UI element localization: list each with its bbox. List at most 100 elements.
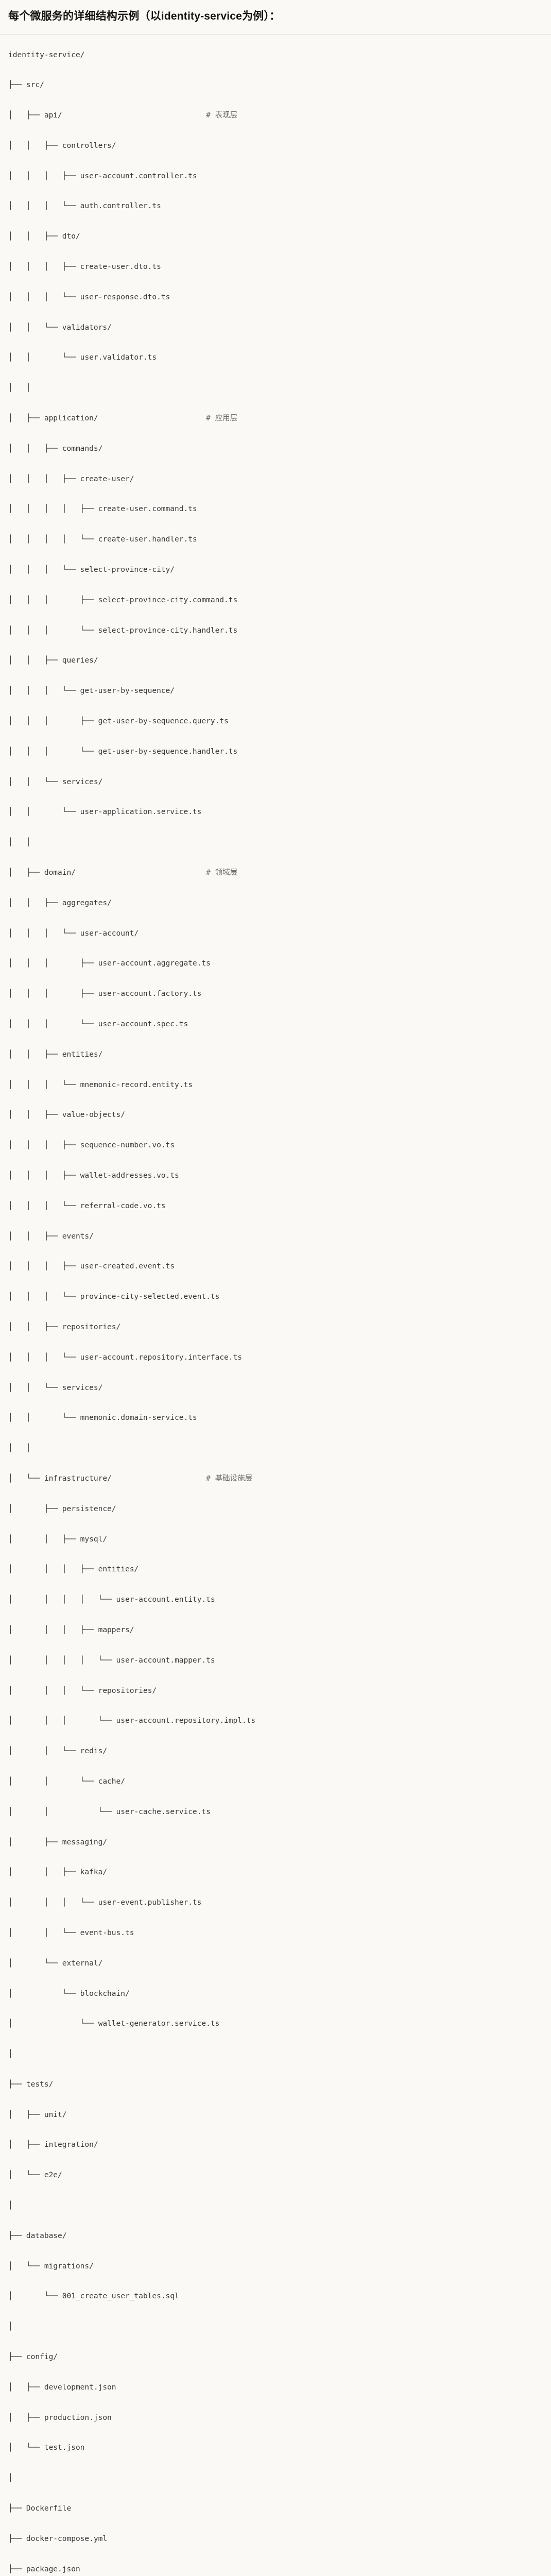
page-title: 每个微服务的详细结构示例（以identity-service为例）： bbox=[0, 0, 551, 34]
tree-node-path: │ ├── messaging/ bbox=[8, 1838, 107, 1846]
tree-layer-comment: # 应用层 bbox=[206, 414, 237, 422]
tree-line: │ ├── unit/ bbox=[8, 2108, 543, 2123]
tree-node-path: │ │ │ │ └── user-account.entity.ts bbox=[8, 1596, 215, 1604]
tree-node-path: │ │ └── services/ bbox=[8, 778, 102, 786]
tree-line: │ │ └── services/ bbox=[8, 775, 543, 790]
tree-node-path: │ │ │ ├── entities/ bbox=[8, 1565, 139, 1573]
tree-line: │ │ │ ├── user-account.factory.ts bbox=[8, 987, 543, 1002]
tree-line: │ │ │ ├── create-user.dto.ts bbox=[8, 260, 543, 275]
tree-node-path: │ │ ├── entities/ bbox=[8, 1050, 102, 1059]
tree-node-path: │ │ │ │ └── user-account.mapper.ts bbox=[8, 1656, 215, 1665]
tree-node-path: │ bbox=[8, 2323, 13, 2331]
tree-node-path: │ │ │ ├── user-created.event.ts bbox=[8, 1262, 175, 1270]
tree-node-path: │ │ │ └── user-account.repository.interf… bbox=[8, 1353, 242, 1362]
tree-node-path: │ ├── production.json bbox=[8, 2414, 112, 2422]
tree-line: │ │ │ └── user-account.spec.ts bbox=[8, 1017, 543, 1032]
tree-node-path: │ │ bbox=[8, 1444, 31, 1452]
tree-node-path: │ │ │ ├── user-account.factory.ts bbox=[8, 990, 201, 998]
tree-node-path: │ │ ├── events/ bbox=[8, 1232, 94, 1241]
tree-line: │ │ ├── commands/ bbox=[8, 442, 543, 456]
tree-line: ├── tests/ bbox=[8, 2077, 543, 2092]
tree-node-path: │ └── external/ bbox=[8, 1959, 102, 1968]
tree-node-path: │ ├── domain/ bbox=[8, 869, 76, 877]
tree-line: │ │ │ └── select-province-city/ bbox=[8, 563, 543, 578]
tree-comment-spacer bbox=[62, 111, 206, 120]
tree-node-path: │ │ │ └── user-account/ bbox=[8, 929, 139, 938]
tree-line: │ └── external/ bbox=[8, 1956, 543, 1971]
tree-line: │ │ bbox=[8, 835, 543, 850]
tree-line: identity-service/ bbox=[8, 48, 543, 63]
tree-node-path: │ │ │ │ └── create-user.handler.ts bbox=[8, 535, 197, 544]
tree-node-path: │ │ └── mnemonic.domain-service.ts bbox=[8, 1414, 197, 1422]
tree-node-path: │ bbox=[8, 2201, 13, 2210]
tree-node-path: ├── src/ bbox=[8, 81, 44, 89]
tree-line: │ │ ├── queries/ bbox=[8, 653, 543, 668]
tree-line: │ │ │ │ └── create-user.handler.ts bbox=[8, 532, 543, 547]
tree-line: │ │ │ ├── user-account.aggregate.ts bbox=[8, 956, 543, 971]
tree-line: │ │ │ │ ├── create-user.command.ts bbox=[8, 502, 543, 517]
tree-node-path: │ │ └── user-cache.service.ts bbox=[8, 1808, 211, 1816]
tree-line: │ ├── persistence/ bbox=[8, 1502, 543, 1517]
tree-line: │ │ │ └── get-user-by-sequence/ bbox=[8, 684, 543, 699]
tree-line: │ │ │ └── user-account.repository.interf… bbox=[8, 1350, 543, 1365]
tree-line: │ │ ├── mysql/ bbox=[8, 1532, 543, 1547]
tree-node-path: │ │ ├── controllers/ bbox=[8, 142, 116, 150]
tree-line: │ │ ├── value-objects/ bbox=[8, 1108, 543, 1123]
tree-line: │ bbox=[8, 2198, 543, 2213]
tree-line: │ │ │ ├── user-account.controller.ts bbox=[8, 169, 543, 184]
tree-line: │ │ │ └── repositories/ bbox=[8, 1684, 543, 1699]
tree-node-path: │ │ └── event-bus.ts bbox=[8, 1929, 134, 1937]
tree-line: ├── package.json bbox=[8, 2562, 543, 2576]
tree-line: │ │ │ ├── wallet-addresses.vo.ts bbox=[8, 1168, 543, 1183]
tree-node-path: │ ├── application/ bbox=[8, 414, 98, 422]
tree-layer-comment: # 领域层 bbox=[206, 869, 237, 877]
tree-node-path: │ └── infrastructure/ bbox=[8, 1475, 112, 1483]
tree-node-path: │ │ │ ├── wallet-addresses.vo.ts bbox=[8, 1172, 179, 1180]
tree-line: │ │ ├── repositories/ bbox=[8, 1320, 543, 1335]
tree-line: │ │ ├── entities/ bbox=[8, 1047, 543, 1062]
tree-line: │ │ │ ├── mappers/ bbox=[8, 1623, 543, 1638]
tree-line: │ └── migrations/ bbox=[8, 2259, 543, 2274]
tree-line: │ │ │ └── mnemonic-record.entity.ts bbox=[8, 1078, 543, 1093]
tree-line: │ ├── integration/ bbox=[8, 2138, 543, 2153]
tree-node-path: │ │ ├── value-objects/ bbox=[8, 1111, 125, 1119]
tree-line: ├── Dockerfile bbox=[8, 2501, 543, 2516]
tree-line: │ ├── application/ # 应用层 bbox=[8, 411, 543, 426]
tree-node-path: │ └── migrations/ bbox=[8, 2262, 94, 2270]
tree-comment-spacer bbox=[112, 1475, 206, 1483]
tree-line: │ bbox=[8, 2319, 543, 2334]
tree-line: │ │ └── mnemonic.domain-service.ts bbox=[8, 1411, 543, 1426]
tree-line: │ │ └── redis/ bbox=[8, 1744, 543, 1759]
tree-node-path: │ │ ├── queries/ bbox=[8, 656, 98, 665]
tree-line: │ ├── domain/ # 领域层 bbox=[8, 866, 543, 880]
tree-line: │ │ │ ├── user-created.event.ts bbox=[8, 1259, 543, 1274]
tree-line: │ │ └── user.validator.ts bbox=[8, 350, 543, 365]
tree-line: │ ├── api/ # 表现层 bbox=[8, 108, 543, 123]
tree-node-path: │ bbox=[8, 2050, 13, 2058]
tree-node-path: │ │ └── cache/ bbox=[8, 1777, 125, 1786]
tree-node-path: │ └── test.json bbox=[8, 2444, 84, 2452]
tree-node-path: │ │ bbox=[8, 838, 31, 846]
tree-node-path: │ ├── persistence/ bbox=[8, 1505, 116, 1513]
tree-node-path: ├── database/ bbox=[8, 2232, 67, 2240]
tree-line: │ │ │ ├── get-user-by-sequence.query.ts bbox=[8, 714, 543, 729]
tree-line: │ │ └── event-bus.ts bbox=[8, 1926, 543, 1941]
tree-comment-spacer bbox=[98, 414, 206, 422]
tree-line: │ │ ├── dto/ bbox=[8, 229, 543, 244]
tree-node-path: │ │ │ ├── get-user-by-sequence.query.ts bbox=[8, 717, 229, 725]
tree-node-path: │ │ │ ├── mappers/ bbox=[8, 1626, 134, 1634]
tree-line: │ │ └── user-cache.service.ts bbox=[8, 1805, 543, 1820]
tree-node-path: │ │ │ └── user-response.dto.ts bbox=[8, 293, 170, 301]
tree-node-path: ├── tests/ bbox=[8, 2080, 53, 2089]
tree-line: │ │ └── cache/ bbox=[8, 1774, 543, 1789]
tree-line: │ │ └── validators/ bbox=[8, 320, 543, 335]
tree-line: │ │ └── services/ bbox=[8, 1381, 543, 1396]
tree-comment-spacer bbox=[76, 869, 206, 877]
tree-line: │ │ ├── events/ bbox=[8, 1229, 543, 1244]
tree-node-path: │ │ bbox=[8, 384, 31, 392]
tree-node-path: │ │ │ ├── select-province-city.command.t… bbox=[8, 596, 237, 604]
tree-line: │ │ │ └── select-province-city.handler.t… bbox=[8, 623, 543, 638]
tree-node-path: │ │ │ └── user-account.spec.ts bbox=[8, 1020, 188, 1028]
tree-line: │ │ ├── controllers/ bbox=[8, 139, 543, 154]
